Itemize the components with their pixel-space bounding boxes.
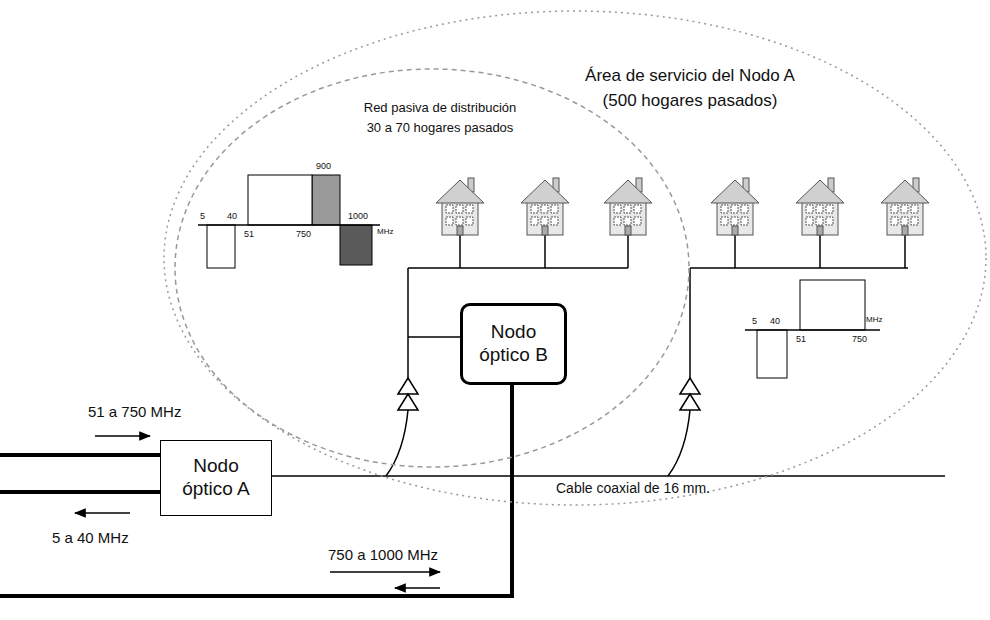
- area-outline: [163, 10, 987, 506]
- frequency-tick: 750: [296, 230, 311, 240]
- area-label: (500 hogares pasados): [560, 89, 820, 114]
- drop-line: [627, 235, 629, 268]
- area-heading: Área de servicio del Nodo A(500 hogares …: [560, 64, 820, 113]
- signal-label: 5 a 40 MHz: [52, 530, 129, 547]
- tap-line: [668, 410, 690, 476]
- spectrum-plot: [745, 280, 880, 378]
- area-label: Red pasiva de distribución: [330, 98, 550, 118]
- amplifier-symbol: [398, 378, 418, 410]
- house-icon: [436, 178, 484, 235]
- tap-line: [386, 410, 408, 476]
- node-label: Nodo óptico A: [167, 455, 265, 501]
- spectrum-plot: [198, 175, 380, 268]
- frequency-tick: MHz: [377, 228, 393, 237]
- house-icon: [711, 178, 759, 235]
- signal-label: Cable coaxial de 16 mm.: [556, 481, 710, 496]
- coax-cable: [266, 475, 945, 477]
- optical-node: Nodo óptico A: [160, 440, 272, 516]
- drop-line: [544, 235, 546, 268]
- fiber-line: [0, 385, 512, 596]
- feeder-line: [408, 336, 460, 338]
- frequency-tick: 900: [316, 162, 331, 172]
- frequency-tick: 51: [796, 335, 806, 345]
- direction-arrow: [330, 571, 440, 573]
- frequency-tick: 40: [770, 317, 780, 327]
- drop-line: [819, 235, 821, 268]
- service-area: Red pasiva de distribución30 a 70 hogare…: [174, 68, 690, 468]
- feeder-line: [689, 268, 691, 378]
- signal-label: 750 a 1000 MHz: [328, 547, 438, 564]
- drop-line: [734, 235, 736, 268]
- frequency-tick: 750: [852, 335, 867, 345]
- fiber-line: [0, 490, 160, 494]
- frequency-tick: 51: [244, 230, 254, 240]
- frequency-tick: 1000: [348, 212, 368, 222]
- frequency-tick: 5: [752, 317, 757, 327]
- house-icon: [604, 178, 652, 235]
- house-icon: [881, 178, 929, 235]
- feeder-line: [690, 267, 908, 269]
- frequency-tick: MHz: [866, 316, 882, 325]
- drop-line: [459, 235, 461, 268]
- house-icon: [521, 178, 569, 235]
- feeder-line: [407, 268, 409, 378]
- node-label: Nodo óptico B: [469, 321, 558, 367]
- house-icon: [796, 178, 844, 235]
- signal-label: 51 a 750 MHz: [88, 404, 181, 421]
- frequency-tick: 40: [227, 212, 237, 222]
- area-heading: Red pasiva de distribución30 a 70 hogare…: [330, 98, 550, 137]
- feeder-line: [408, 267, 628, 269]
- direction-arrow: [395, 587, 440, 589]
- amplifier-symbol: [680, 378, 700, 410]
- direction-arrow: [95, 435, 150, 437]
- area-label: Área de servicio del Nodo A: [560, 64, 820, 89]
- drop-line: [904, 235, 906, 268]
- fiber-line: [0, 453, 160, 457]
- area-label: 30 a 70 hogares pasados: [330, 118, 550, 138]
- direction-arrow: [75, 512, 130, 514]
- optical-node: Nodo óptico B: [460, 303, 567, 385]
- service-area: Área de servicio del Nodo A(500 hogares …: [163, 10, 987, 506]
- frequency-tick: 5: [200, 212, 205, 222]
